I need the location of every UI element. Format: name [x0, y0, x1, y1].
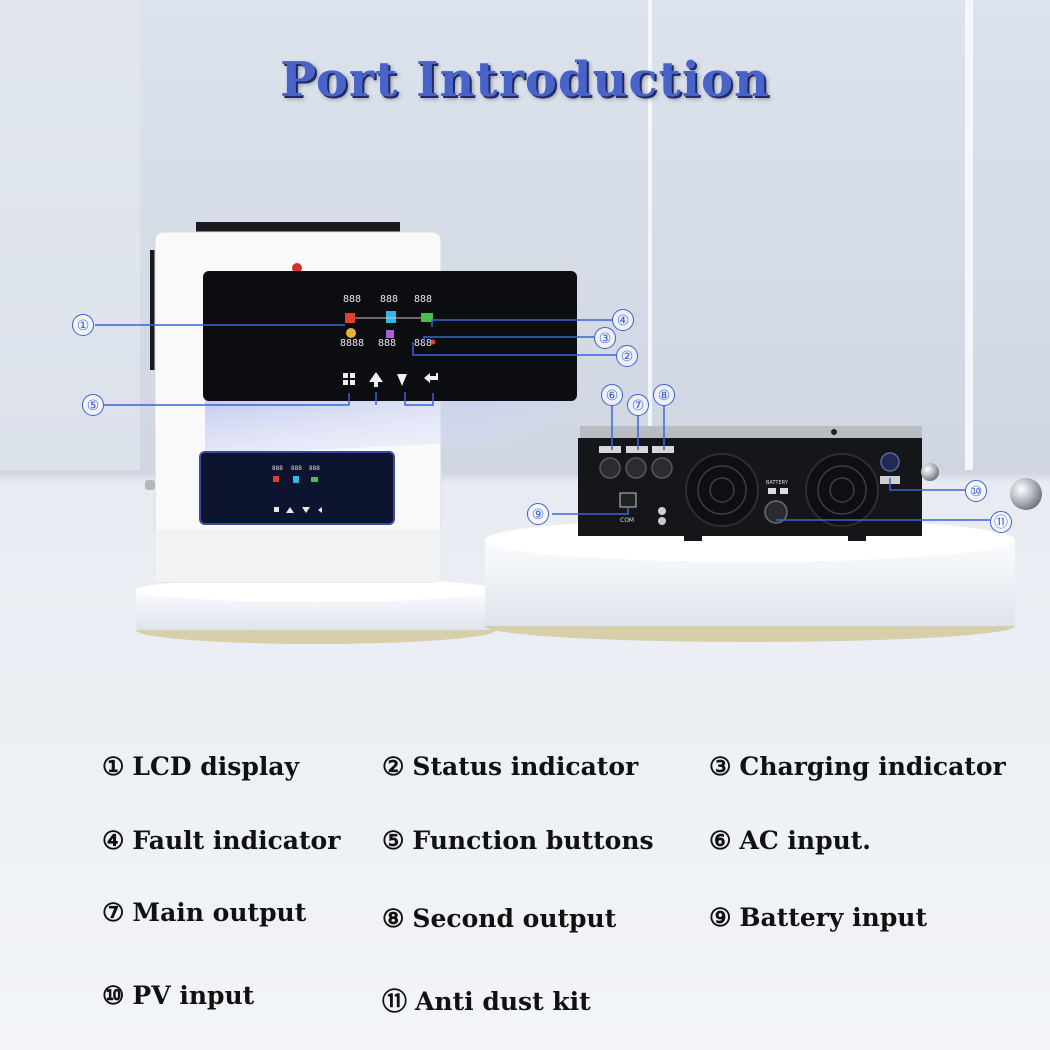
- callout-11: ⑪: [990, 511, 1012, 533]
- lcd-readout: 888: [414, 294, 432, 305]
- callout-6: ⑥: [601, 384, 623, 406]
- small-lcd-readout: 888: [291, 465, 302, 472]
- callout-2: ②: [616, 345, 638, 367]
- small-lcd-readout: 888: [309, 465, 320, 472]
- small-lcd-readout: 888: [272, 465, 283, 472]
- function-buttons: [343, 372, 438, 387]
- lcd-readout: 888: [343, 294, 361, 305]
- lcd-readout: 8888: [340, 338, 364, 349]
- callout-9: ⑨: [527, 503, 549, 525]
- callout-1: ①: [72, 314, 94, 336]
- callout-8: ⑧: [653, 384, 675, 406]
- callout-3: ③: [594, 327, 616, 349]
- page-title: Port Introduction: [280, 52, 770, 108]
- callout-5: ⑤: [82, 394, 104, 416]
- lcd-readout: 888: [380, 294, 398, 305]
- callout-4: ④: [612, 309, 634, 331]
- callout-10: ⑩: [965, 480, 987, 502]
- lcd-readout: 888: [378, 338, 396, 349]
- lcd-readout: 888: [414, 338, 432, 349]
- callout-7: ⑦: [627, 394, 649, 416]
- battery-label: BATTERY: [766, 480, 789, 486]
- leader-lines: [95, 319, 990, 521]
- com-label: COM: [620, 517, 634, 524]
